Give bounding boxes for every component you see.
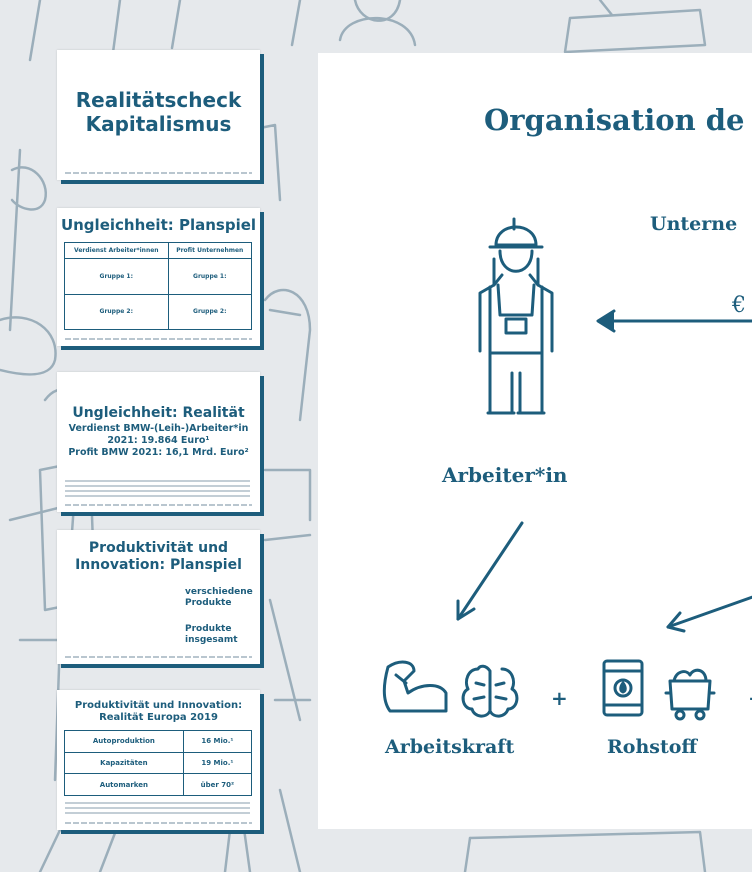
slide-4-item-2-line-2: insgesamt <box>185 634 238 645</box>
slide-thumbnail-1[interactable]: Realitätscheck Kapitalismus <box>57 50 260 180</box>
muscle-arm-icon <box>382 660 448 713</box>
slide-3-line-2: 2021: 19.864 Euro¹ <box>107 434 210 446</box>
slide-4-item-2-line-1: Produkte <box>185 624 232 634</box>
slide-footer <box>65 172 252 174</box>
plus-sign-2: + <box>748 686 752 710</box>
unternehmen-label: Unterne <box>650 213 738 235</box>
table-cell: Gruppe 1: <box>167 258 253 295</box>
table-cell: über 70² <box>182 773 253 796</box>
table-cell: Automarken <box>64 773 184 796</box>
slide-thumbnail-2[interactable]: Ungleichheit: Planspiel Verdienst Arbeit… <box>57 208 260 346</box>
slide-1-title-line-2: Kapitalismus <box>85 112 232 136</box>
slide-4-title-line-1: Produktivität und <box>88 540 229 556</box>
slide-4-item-1-line-2: Produkte <box>185 597 232 608</box>
table-header: Profit Unternehmen <box>167 242 253 259</box>
main-slide: Organisation de Unterne € Arbeiter*in + … <box>318 53 752 829</box>
slide-5-title-line-1: Produktivität und Innovation: <box>74 700 243 711</box>
table-cell: Gruppe 1: <box>64 258 169 295</box>
oil-barrel-icon <box>602 659 644 717</box>
diagram-graphics <box>382 217 752 721</box>
slide-thumbnail-5[interactable]: Produktivität und Innovation: Realität E… <box>57 690 260 830</box>
table-cell: Autoproduktion <box>64 730 184 753</box>
planspiel-table: Verdienst Arbeiter*innen Profit Unterneh… <box>64 242 253 330</box>
brain-icon <box>461 664 519 718</box>
slide-5-title-line-2: Realität Europa 2019 <box>99 712 218 723</box>
table-cell: 19 Mio.¹ <box>182 751 253 775</box>
table-cell: Gruppe 2: <box>64 293 169 330</box>
slide-thumbnail-4[interactable]: Produktivität und Innovation: Planspiel … <box>57 530 260 664</box>
slide-4-item-1-line-1: verschiedene <box>185 587 253 597</box>
slide-1-title-line-1: Realitätscheck <box>75 88 242 112</box>
ore-cart-icon <box>664 668 716 721</box>
euro-label: € <box>732 293 746 318</box>
table-header: Verdienst Arbeiter*innen <box>64 242 169 259</box>
table-cell: Gruppe 2: <box>167 293 253 330</box>
slide-3-title: Ungleichheit: Realität <box>72 405 245 421</box>
slide-5-footnotes <box>65 802 250 816</box>
worker-icon <box>478 217 554 415</box>
table-cell: Kapazitäten <box>64 751 184 775</box>
slide-2-title: Ungleichheit: Planspiel <box>60 216 257 234</box>
slide-footer <box>65 338 252 340</box>
slide-3-line-3: Profit BMW 2021: 16,1 Mrd. Euro² <box>68 446 249 458</box>
slide-thumbnail-3[interactable]: Ungleichheit: Realität Verdienst BMW-(Le… <box>57 372 260 512</box>
slide-footer <box>65 656 252 658</box>
plus-sign-1: + <box>551 686 568 710</box>
slide-footer <box>65 822 252 824</box>
worker-label: Arbeiter*in <box>442 463 568 487</box>
arbeitskraft-label: Arbeitskraft <box>385 736 515 758</box>
rohstoff-label: Rohstoff <box>607 736 698 758</box>
slide-footer <box>65 504 252 506</box>
slide-4-title-line-2: Innovation: Planspiel <box>75 556 242 573</box>
table-cell: 16 Mio.¹ <box>182 730 253 753</box>
europe-table: Autoproduktion 16 Mio.¹ Kapazitäten 19 M… <box>64 730 253 796</box>
slide-3-line-1: Verdienst BMW-(Leih-)Arbeiter*in <box>68 423 249 434</box>
main-slide-title: Organisation de <box>484 103 745 137</box>
slide-3-footnotes <box>65 480 250 498</box>
